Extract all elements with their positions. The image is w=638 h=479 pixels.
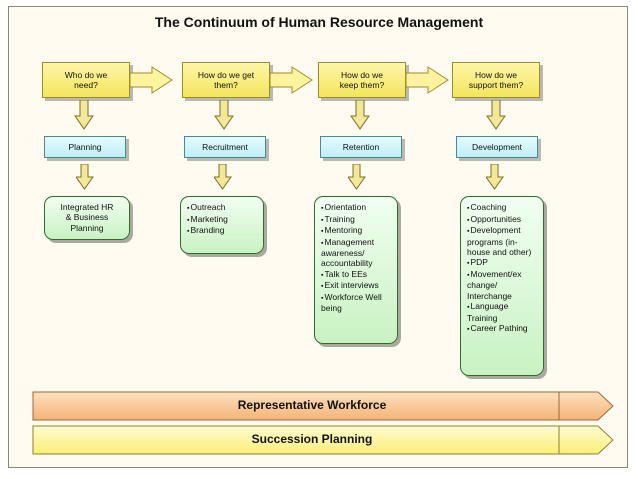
down-arrow-icon xyxy=(486,164,504,190)
question-box-bg-1 xyxy=(42,62,130,98)
category-development: Development xyxy=(456,136,538,158)
list-item: Development programs (in-house and other… xyxy=(467,225,537,257)
down-arrow-icon xyxy=(350,100,370,130)
question-box-bg-4 xyxy=(452,62,540,98)
list-item: Management awareness/ accountability xyxy=(321,237,391,269)
band-representative-workforce xyxy=(32,391,614,421)
category-retention: Retention xyxy=(320,136,402,158)
right-arrow-icon xyxy=(406,66,449,94)
down-arrow-icon xyxy=(74,100,94,130)
question-who-do-we-need: Who do we need? xyxy=(64,69,108,90)
list-item: Branding xyxy=(187,225,257,237)
band-succession-planning xyxy=(32,425,614,455)
list-item: Exit interviews xyxy=(321,280,391,292)
list-item: Workforce Well being xyxy=(321,292,391,314)
question-box-bg-2 xyxy=(182,62,270,98)
diagram-title: The Continuum of Human Resource Manageme… xyxy=(154,14,484,30)
down-arrow-icon xyxy=(486,100,506,130)
list-item: Language Training xyxy=(467,301,537,323)
category-planning: Planning xyxy=(44,136,126,158)
list-item: Movement/ex change/ Interchange xyxy=(467,269,537,301)
list-item: Talk to EEs xyxy=(321,269,391,281)
category-recruitment: Recruitment xyxy=(184,136,266,158)
down-arrow-icon xyxy=(76,164,94,190)
list-item: Coaching xyxy=(467,202,537,214)
question-how-do-we-keep-them: How do we keep them? xyxy=(339,69,385,90)
list-item: PDP xyxy=(467,257,537,269)
question-how-do-we-get-them: How do we get them? xyxy=(197,69,255,90)
planning-card: Integrated HR & Business Planning xyxy=(44,196,130,240)
down-arrow-icon xyxy=(214,100,234,130)
list-item: Career Pathing xyxy=(467,323,537,335)
development-card: Coaching Opportunities Development progr… xyxy=(460,196,544,376)
list-item: Training xyxy=(321,214,391,226)
right-arrow-icon xyxy=(270,66,313,94)
list-item: Mentoring xyxy=(321,225,391,237)
list-item: Outreach xyxy=(187,202,257,214)
band-label-succession-planning: Succession Planning xyxy=(251,432,373,446)
band-label-representative-workforce: Representative Workforce xyxy=(237,398,387,412)
recruitment-card: Outreach Marketing Branding xyxy=(180,196,264,254)
right-arrow-icon xyxy=(130,66,173,94)
down-arrow-icon xyxy=(348,164,366,190)
question-how-do-we-support-them: How do we support them? xyxy=(468,69,524,90)
list-item: Marketing xyxy=(187,214,257,226)
list-item: Opportunities xyxy=(467,214,537,226)
list-item: Orientation xyxy=(321,202,391,214)
down-arrow-icon xyxy=(214,164,232,190)
retention-card: Orientation Training Mentoring Managemen… xyxy=(314,196,398,344)
